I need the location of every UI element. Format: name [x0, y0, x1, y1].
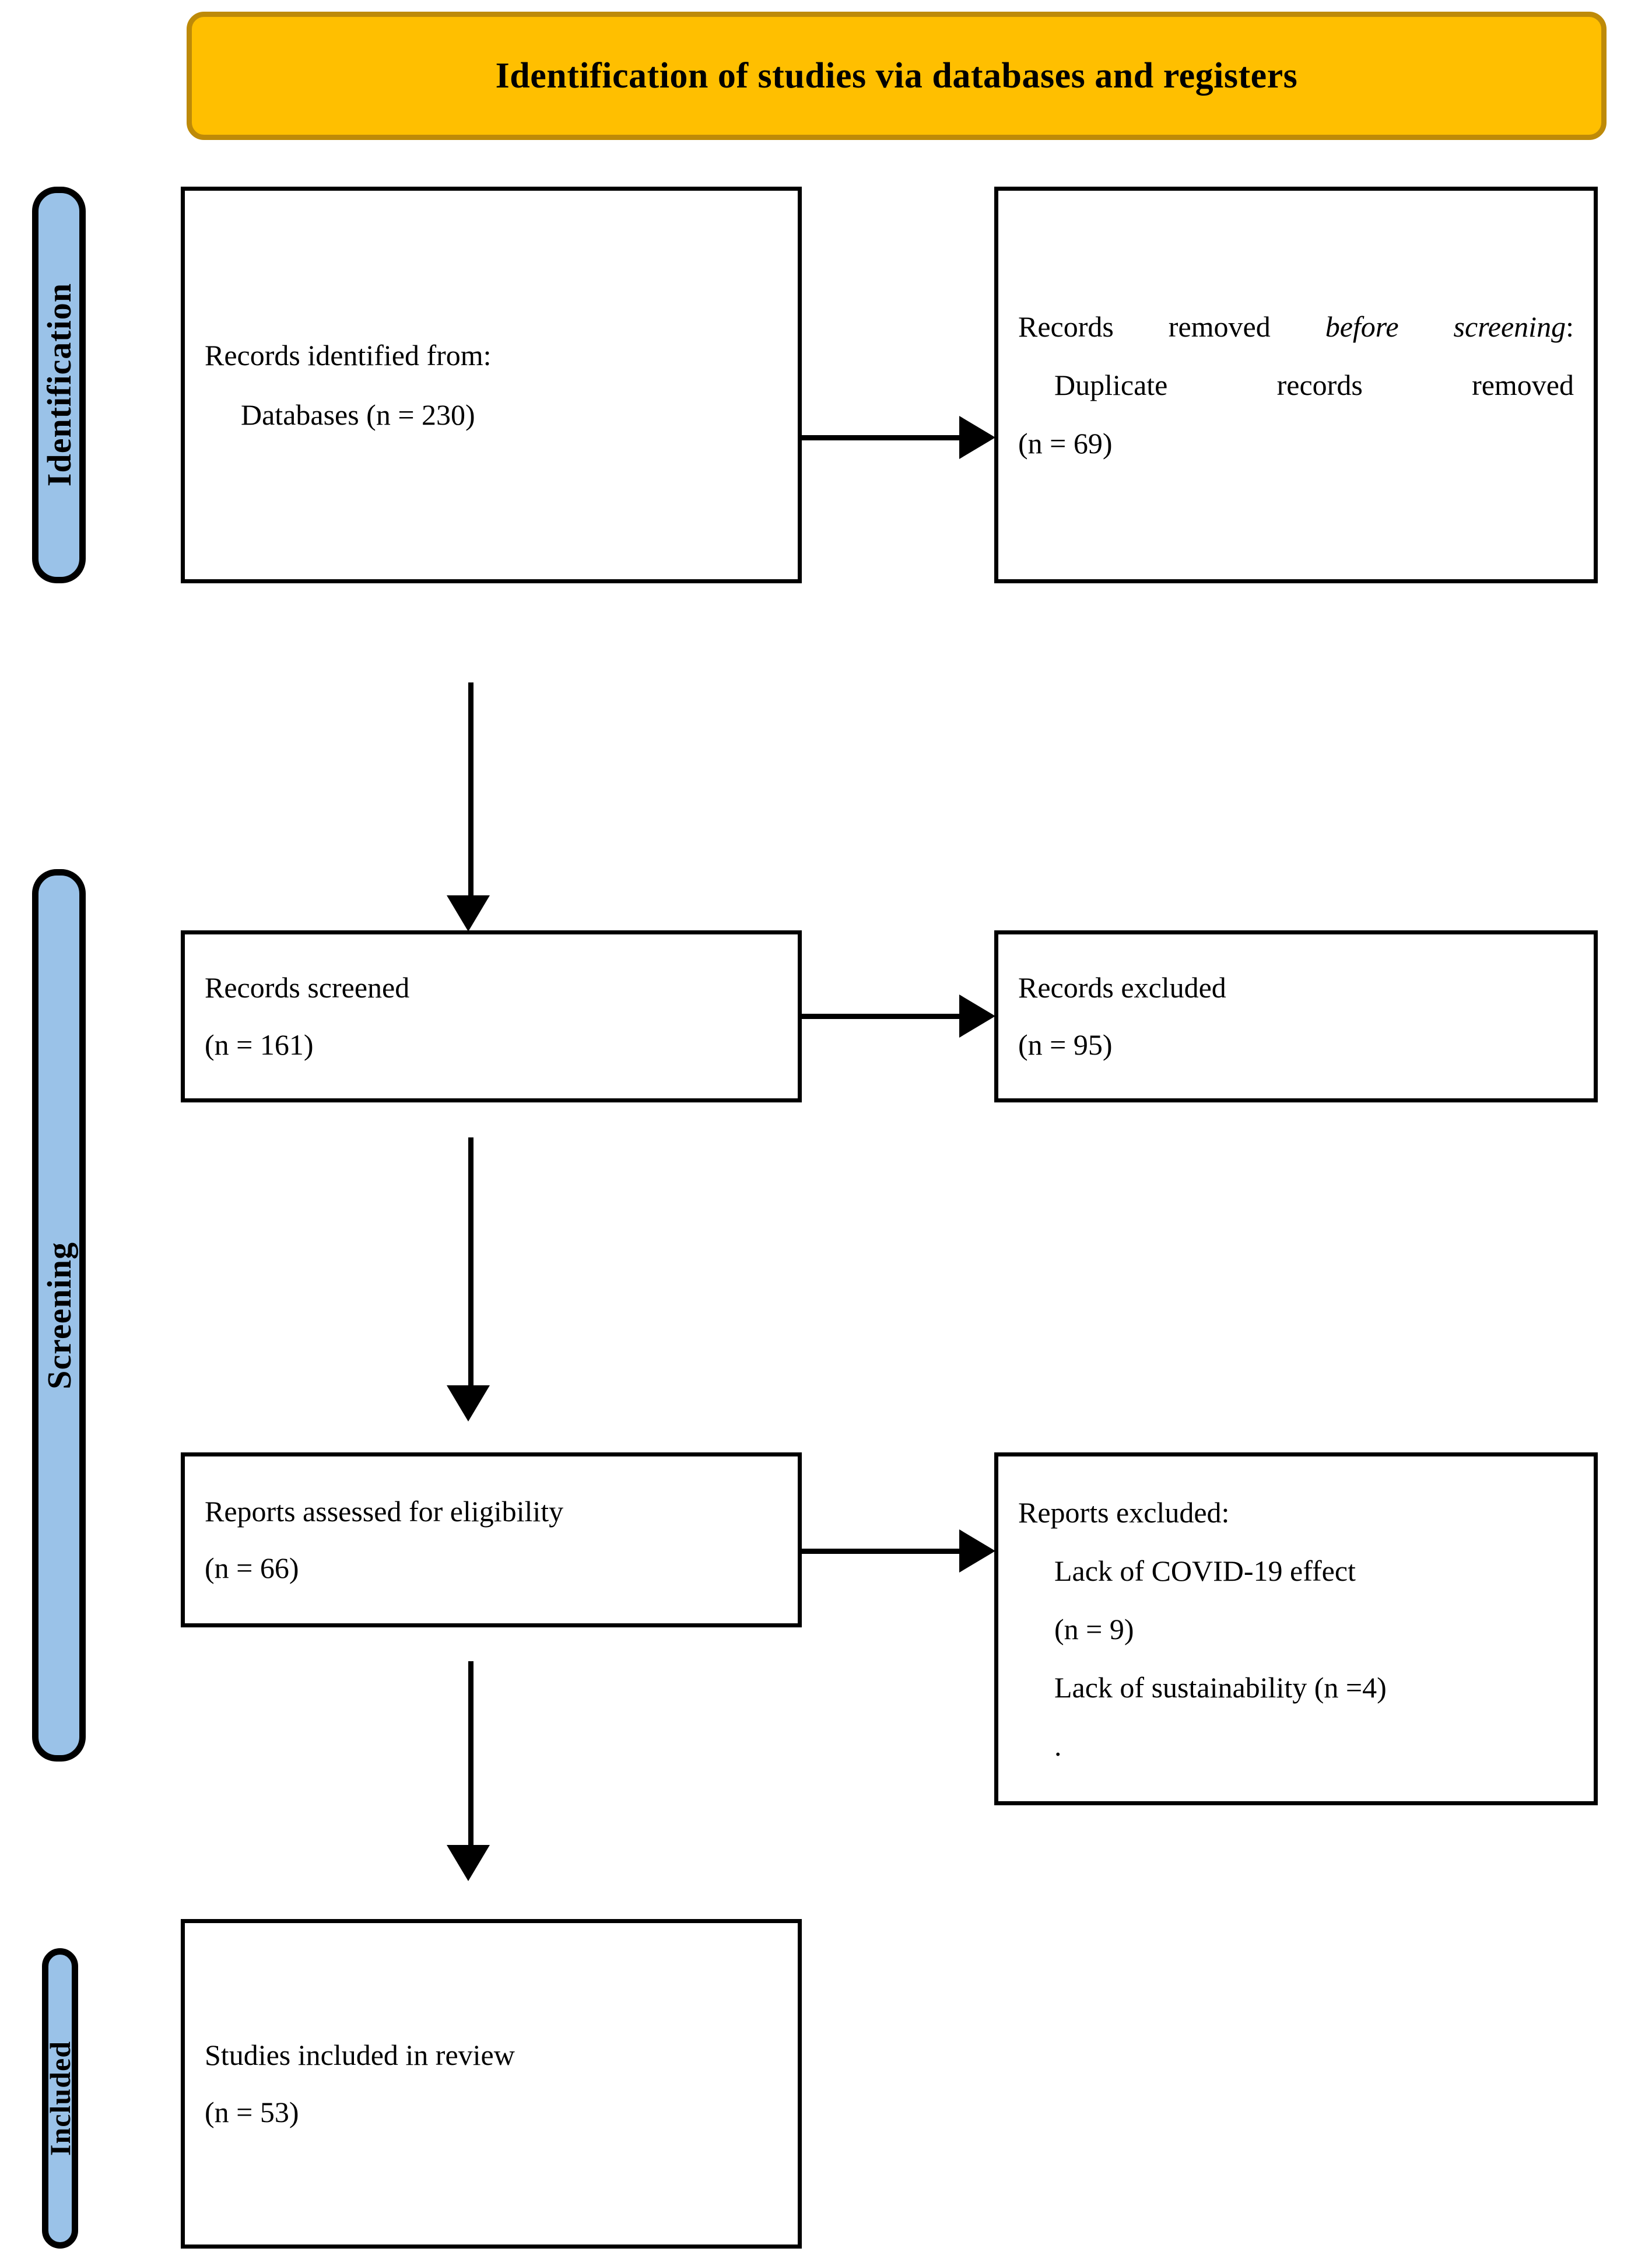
box-records-excluded: Records excluded (n = 95)	[994, 930, 1598, 1102]
arrow-assessed-to-reports-excluded-head-icon	[959, 1529, 995, 1573]
arrow-screened-to-eligibility-head-icon	[447, 1385, 490, 1421]
records-excluded-line-1: Records excluded	[1018, 971, 1226, 1004]
reports-assessed-line-2: (n = 66)	[205, 1552, 299, 1584]
arrow-assessed-to-reports-excluded-line	[802, 1549, 962, 1554]
records-excluded-line-2: (n = 95)	[1018, 1028, 1113, 1061]
phase-label-included-text: Included	[44, 2041, 76, 2156]
phase-label-identification-text: Identification	[40, 283, 78, 487]
phase-label-screening: Screening	[32, 869, 86, 1762]
records-removed-line-1-plain: Records removed	[1018, 310, 1325, 343]
arrow-screened-to-excluded-head-icon	[959, 995, 995, 1038]
box-records-removed-before-screening: Records removed before screening: Duplic…	[994, 187, 1598, 583]
reports-assessed-line-1: Reports assessed for eligibility	[205, 1494, 564, 1528]
reports-excluded-line-3: (n = 9)	[1054, 1612, 1134, 1645]
records-screened-line-2: (n = 161)	[205, 1028, 314, 1061]
records-screened-line-1: Records screened	[205, 971, 410, 1004]
page-title: Identification of studies via databases …	[495, 55, 1298, 96]
records-identified-line-2: Databases (n = 230)	[241, 398, 475, 431]
arrow-screened-to-eligibility-line	[468, 1137, 473, 1385]
box-records-screened: Records screened (n = 161)	[181, 930, 802, 1102]
studies-included-line-1: Studies included in review	[205, 2039, 515, 2071]
arrow-identified-to-removed-line	[802, 435, 962, 440]
box-reports-assessed-for-eligibility: Reports assessed for eligibility (n = 66…	[181, 1452, 802, 1627]
records-identified-line-1: Records identified from:	[205, 338, 492, 372]
arrow-eligibility-to-included-head-icon	[447, 1845, 490, 1881]
box-studies-included-in-review: Studies included in review (n = 53)	[181, 1919, 802, 2249]
reports-excluded-line-4: Lack of sustainability (n =4)	[1054, 1671, 1387, 1704]
reports-excluded-line-1: Reports excluded:	[1018, 1496, 1230, 1529]
records-removed-line-2: Duplicate records removed	[1054, 369, 1574, 401]
box-records-identified: Records identified from: Databases (n = …	[181, 187, 802, 583]
studies-included-line-2: (n = 53)	[205, 2095, 299, 2128]
reports-excluded-line-5: .	[1054, 1729, 1062, 1762]
records-removed-line-1-colon: :	[1566, 310, 1574, 343]
records-removed-line-3: (n = 69)	[1018, 427, 1113, 460]
arrow-identified-to-screened-head-icon	[447, 895, 490, 932]
phase-label-identification: Identification	[32, 187, 86, 583]
arrow-identified-to-removed-head-icon	[959, 416, 995, 459]
records-removed-line-1: Records removed before screening:	[1018, 297, 1574, 356]
phase-label-screening-text: Screening	[40, 1241, 78, 1389]
arrow-identified-to-screened-line	[468, 682, 473, 895]
diagram-header-banner: Identification of studies via databases …	[187, 12, 1607, 140]
reports-excluded-line-2: Lack of COVID-19 effect	[1054, 1554, 1356, 1587]
box-reports-excluded: Reports excluded: Lack of COVID-19 effec…	[994, 1452, 1598, 1805]
arrow-eligibility-to-included-line	[468, 1661, 473, 1845]
records-removed-line-1-italic: before screening	[1325, 310, 1566, 343]
phase-label-included: Included	[42, 1948, 78, 2249]
arrow-screened-to-excluded-line	[802, 1014, 962, 1019]
